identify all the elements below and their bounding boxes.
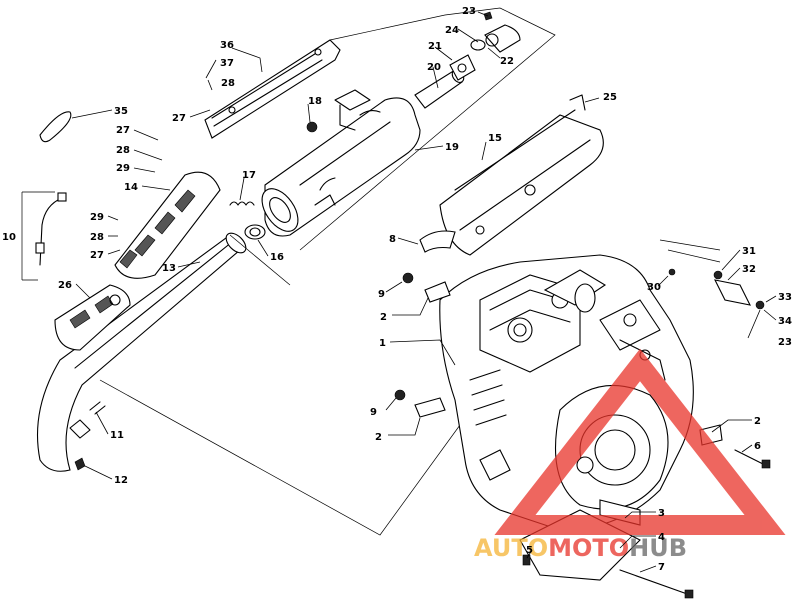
callout-32: 32 (742, 264, 756, 275)
mount-bracket-right (668, 268, 765, 310)
callout-28: 28 (116, 145, 130, 156)
callout-14: 14 (124, 182, 138, 193)
callout-9: 9 (370, 407, 377, 418)
callout-36: 36 (220, 40, 234, 51)
callout-28: 28 (221, 78, 235, 89)
assembly-frame-lines (299, 7, 556, 251)
elbow-clamp (470, 11, 493, 51)
frame-rail (659, 239, 721, 263)
callout-27: 27 (116, 125, 130, 136)
callout-22: 22 (500, 56, 514, 67)
callout-28: 28 (90, 232, 104, 243)
spark-arrestor-elbow (484, 24, 521, 53)
callout-labels: 1 2 2 2 3 4 5 6 7 8 9 9 10 11 12 13 14 1… (2, 6, 792, 573)
callout-27: 27 (90, 250, 104, 261)
callout-2: 2 (380, 312, 387, 323)
exhaust-stud-upper (402, 272, 451, 303)
callout-25: 25 (603, 92, 617, 103)
callout-12: 12 (114, 475, 128, 486)
callout-34: 34 (778, 316, 792, 327)
exhaust-header-pipe (36, 232, 247, 472)
header-heat-shield (114, 171, 221, 279)
lower-heat-shield (54, 284, 131, 351)
callout-24: 24 (445, 25, 459, 36)
callout-29: 29 (90, 212, 104, 223)
callout-23: 23 (778, 337, 792, 348)
callout-31: 31 (742, 246, 756, 257)
mount-bolt (74, 457, 86, 471)
leader-lines (71, 11, 777, 573)
callout-30: 30 (647, 282, 661, 293)
callout-1: 1 (379, 338, 386, 349)
exhaust-gasket (244, 224, 266, 240)
small-heat-shield (419, 230, 456, 253)
callout-16: 16 (270, 252, 284, 263)
callout-35: 35 (114, 106, 128, 117)
engine-heat-shield (439, 94, 604, 256)
frame-lines-lower (99, 379, 461, 536)
exhaust-strap (39, 111, 72, 143)
callout-5: 5 (526, 545, 533, 556)
callout-17: 17 (242, 170, 256, 181)
callout-37: 37 (220, 58, 234, 69)
watermark: AUTOMOTOHUB (474, 348, 786, 562)
frame-line-mid (229, 234, 291, 286)
muffler (261, 97, 421, 237)
exhaust-stud-lower (394, 389, 446, 418)
callout-2: 2 (754, 416, 761, 427)
mounting-plate (69, 419, 91, 439)
exhaust-spring (229, 201, 255, 206)
callout-13: 13 (162, 263, 176, 274)
callout-7: 7 (658, 562, 665, 573)
callout-11: 11 (110, 430, 124, 441)
callout-2: 2 (375, 432, 382, 443)
callout-33: 33 (778, 292, 792, 303)
tailpipe-gasket (449, 54, 476, 81)
callout-29: 29 (116, 163, 130, 174)
callout-19: 19 (445, 142, 459, 153)
pipe-clamp (89, 401, 106, 415)
callout-15: 15 (488, 133, 502, 144)
muffler-bracket (306, 89, 371, 133)
watermark-text: AUTOMOTOHUB (474, 534, 687, 562)
callout-21: 21 (428, 41, 442, 52)
callout-9: 9 (378, 289, 385, 300)
callout-3: 3 (658, 508, 665, 519)
callout-26: 26 (58, 280, 72, 291)
callout-20: 20 (427, 62, 441, 73)
oxygen-sensor (21, 191, 67, 281)
callout-27: 27 (172, 113, 186, 124)
callout-6: 6 (754, 441, 761, 452)
callout-4: 4 (658, 532, 665, 543)
callout-18: 18 (308, 96, 322, 107)
engine (439, 254, 694, 531)
callout-10: 10 (2, 232, 16, 243)
muffler-heat-shield (204, 39, 341, 139)
callout-8: 8 (389, 234, 396, 245)
callout-23: 23 (462, 6, 476, 17)
